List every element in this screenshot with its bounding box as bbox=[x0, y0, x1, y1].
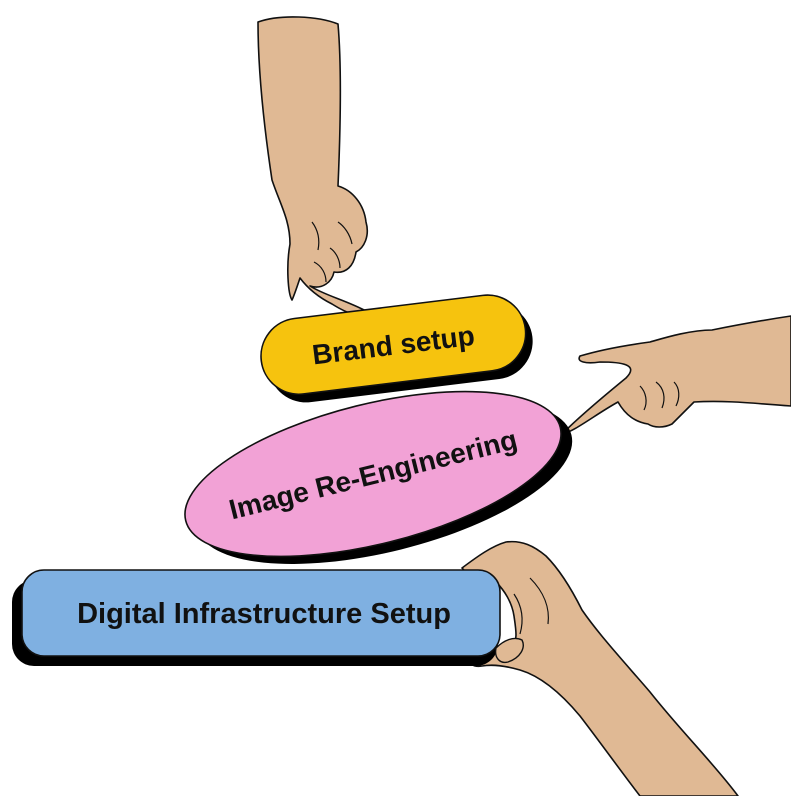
bottom-pinching-hand-icon bbox=[461, 540, 739, 796]
image-reengineering-ellipse[interactable]: Image Re-Engineering bbox=[169, 357, 589, 598]
digital-infrastructure-label: Digital Infrastructure Setup bbox=[77, 598, 451, 630]
brand-setup-pill[interactable]: Brand setup bbox=[257, 290, 537, 408]
digital-infrastructure-bar[interactable]: Digital Infrastructure Setup bbox=[12, 569, 501, 666]
pinching-thumb-icon bbox=[494, 637, 524, 664]
right-pointing-hand-icon bbox=[561, 315, 791, 435]
top-pointing-hand-icon bbox=[257, 16, 369, 316]
